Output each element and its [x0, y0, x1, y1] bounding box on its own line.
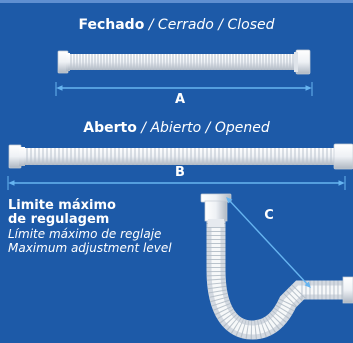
closed-title: Fechado / Cerrado / Closed: [0, 17, 353, 33]
curved-pipe: [200, 193, 353, 340]
note-line-2: de regulagem: [8, 212, 110, 227]
dimension-a-line: [55, 82, 313, 96]
closed-title-bold: Fechado: [78, 17, 145, 33]
max-adjustment-note: Limite máximo de regulagem Límite máximo…: [8, 198, 208, 256]
note-line-3: Límite máximo de reglaje: [8, 227, 162, 241]
note-line-1: Limite máximo: [8, 198, 116, 213]
closed-title-rest: / Cerrado / Closed: [144, 17, 275, 33]
dimension-a-label: A: [174, 92, 186, 107]
top-accent-line: [0, 0, 353, 3]
closed-pipe: [57, 49, 311, 75]
opened-title-rest: / Abierto / Opened: [136, 120, 270, 136]
dimension-c-label: C: [264, 208, 274, 223]
note-line-4: Maximum adjustment level: [8, 241, 172, 255]
dimension-b-line: [7, 176, 346, 190]
opened-pipe: [8, 143, 353, 170]
dimension-c-line: [226, 196, 311, 289]
opened-title-bold: Aberto: [83, 120, 137, 136]
opened-title: Aberto / Abierto / Opened: [0, 120, 353, 136]
dimension-b-label: B: [175, 165, 185, 180]
